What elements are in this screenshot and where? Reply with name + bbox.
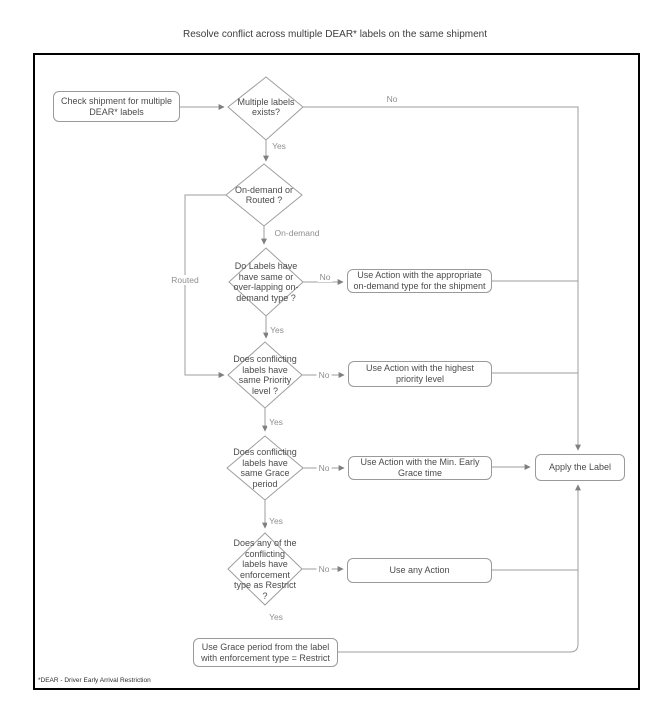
action-highest-priority-box: Use Action with the highest priority lev…: [348, 361, 492, 387]
decision-priority-level-diamond: [228, 342, 302, 408]
decision-ondemand-routed-diamond: [226, 164, 302, 226]
edge-label-no-multiple: No: [384, 94, 400, 104]
edge-label-routed: Routed: [169, 275, 201, 285]
edge-label-no-grace: No: [316, 463, 332, 473]
edge-label-yes-grace: Yes: [267, 516, 285, 526]
edge-label-yes-multiple: Yes: [270, 141, 288, 151]
action-ondemand-type-box: Use Action with the appropriate on-deman…: [347, 269, 492, 293]
decision-multiple-labels-diamond: [228, 77, 303, 140]
apply-label-box: Apply the Label: [535, 454, 625, 481]
edge-label-yes-overlap: Yes: [268, 325, 286, 335]
edge-routed: [185, 195, 226, 378]
edge-label-on-demand: On-demand: [272, 228, 322, 238]
edge-label-yes-priority: Yes: [267, 417, 285, 427]
decision-restrict-diamond: [228, 533, 302, 605]
edge-label-no-priority: No: [316, 370, 332, 380]
decision-overlapping-type-diamond: [229, 248, 303, 316]
use-grace-period-box: Use Grace period from the label with enf…: [193, 638, 338, 667]
start-node: Check shipment for multiple DEAR* labels: [53, 91, 180, 122]
edge-no-multiple-to-apply-top: [303, 107, 581, 451]
decision-grace-period-diamond: [227, 436, 303, 500]
footnote: *DEAR - Driver Early Arrival Restriction: [38, 677, 151, 684]
edge-use-grace-to-apply-bottom: [338, 484, 581, 652]
edge-label-yes-restrict: Yes: [267, 612, 285, 622]
edge-label-no-overlap: No: [317, 272, 333, 282]
action-any-box: Use any Action: [347, 558, 492, 583]
page-title: Resolve conflict across multiple DEAR* l…: [182, 29, 488, 40]
action-min-early-grace-box: Use Action with the Min. Early Grace tim…: [348, 456, 492, 480]
diagram-frame: [33, 53, 640, 690]
edge-label-no-restrict: No: [316, 564, 332, 574]
